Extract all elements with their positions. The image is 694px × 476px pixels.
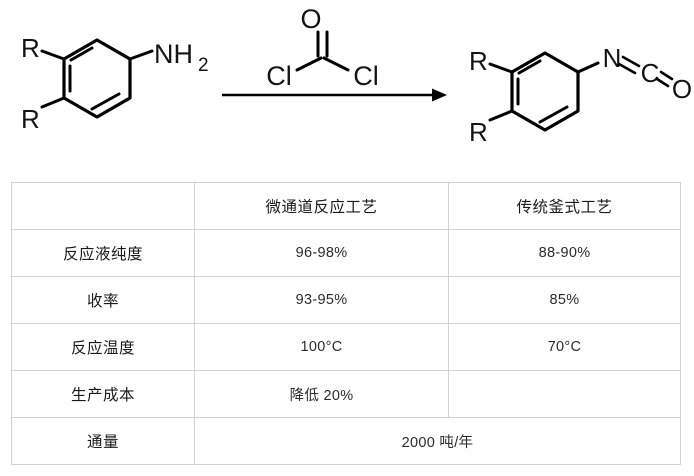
header-microchannel-process: 微通道反应工艺 — [194, 182, 449, 230]
row-label-purity: 反应液纯度 — [11, 229, 195, 277]
cell-yield-traditional: 85% — [448, 276, 681, 324]
phosgene-oxygen-label: O — [300, 4, 321, 34]
table-row: 生产成本 降低 20% — [11, 370, 681, 418]
ring-double-bonds-reactant — [68, 46, 121, 111]
amine-group-label: NH — [154, 39, 193, 69]
product-structure: R R N C O — [469, 43, 692, 147]
row-label-temperature: 反应温度 — [11, 323, 195, 371]
isocyanate-oxygen-label: O — [672, 74, 692, 104]
table-row: 收率 93-95% 85% — [11, 276, 681, 324]
cell-purity-microchannel: 96-98% — [194, 229, 449, 277]
isocyanate-nitrogen-label: N — [603, 43, 622, 73]
header-blank — [11, 182, 195, 230]
reactant-substituent-bonds — [40, 49, 154, 109]
reactant-structure: R R NH 2 — [21, 33, 209, 134]
carbonyl-double-bond — [316, 30, 329, 58]
row-label-yield: 收率 — [11, 276, 195, 324]
reaction-arrow — [222, 88, 447, 102]
cell-yield-microchannel: 93-95% — [194, 276, 449, 324]
cell-cost-traditional — [448, 370, 681, 418]
cell-temperature-microchannel: 100°C — [194, 323, 449, 371]
carbon-chlorine-bonds — [295, 56, 350, 72]
reaction-scheme: R R NH 2 O Cl Cl — [0, 0, 694, 176]
cell-purity-traditional: 88-90% — [448, 229, 681, 277]
reagent-structure-phosgene: O Cl Cl — [266, 4, 379, 91]
phosgene-chlorine-left-label: Cl — [266, 61, 292, 91]
reactant-r-lower-label: R — [21, 104, 40, 134]
ring-double-bonds-product — [516, 59, 569, 124]
reactant-r-upper-label: R — [21, 33, 40, 63]
table-header-row: 微通道反应工艺 传统釜式工艺 — [11, 182, 681, 230]
cell-temperature-traditional: 70°C — [448, 323, 681, 371]
amine-subscript-label: 2 — [198, 55, 209, 76]
carbon-oxygen-double-bond — [655, 70, 674, 88]
product-substituent-bonds — [488, 61, 600, 122]
isocyanate-carbon-label: C — [641, 58, 660, 88]
cell-cost-microchannel: 降低 20% — [194, 370, 449, 418]
row-label-production-cost: 生产成本 — [11, 370, 195, 418]
product-r-upper-label: R — [469, 46, 488, 76]
row-label-throughput: 通量 — [11, 417, 195, 465]
header-traditional-process: 传统釜式工艺 — [448, 182, 681, 230]
table-row: 反应液纯度 96-98% 88-90% — [11, 229, 681, 277]
nitrogen-carbon-double-bond — [617, 55, 641, 75]
table-row: 通量 2000 吨/年 — [11, 417, 681, 465]
phosgene-chlorine-right-label: Cl — [353, 61, 379, 91]
process-comparison-table: 微通道反应工艺 传统釜式工艺 反应液纯度 96-98% 88-90% 收率 93… — [11, 182, 681, 465]
cell-throughput-combined: 2000 吨/年 — [194, 417, 681, 465]
table-row: 反应温度 100°C 70°C — [11, 323, 681, 371]
product-r-lower-label: R — [469, 117, 488, 147]
